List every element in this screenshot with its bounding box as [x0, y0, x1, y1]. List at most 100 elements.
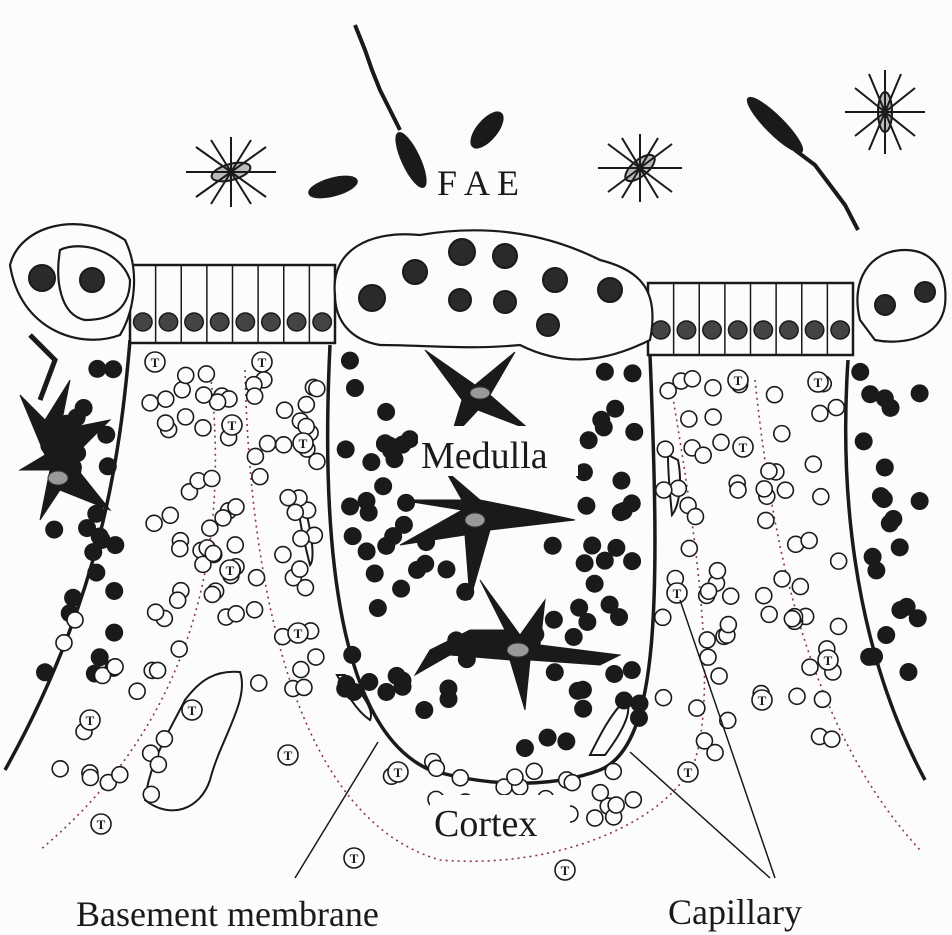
nucleus-icon [537, 314, 559, 336]
lymphocyte-icon [416, 555, 434, 573]
lymphocyte-icon [625, 792, 641, 808]
lymphocyte-icon [899, 663, 917, 681]
lymphocyte-icon [624, 364, 642, 382]
lymphocyte-icon [615, 691, 633, 709]
lymphocyte-icon [872, 487, 890, 505]
lymphocyte-icon [557, 732, 575, 750]
t-cell-marker: T [188, 703, 197, 718]
lymphocyte-icon [774, 426, 790, 442]
t-cell-marker: T [758, 693, 767, 708]
lymphocyte-icon [172, 541, 188, 557]
microbe-rod-icon [742, 92, 808, 158]
lymphocyte-icon [580, 431, 598, 449]
lymphocyte-icon [178, 367, 194, 383]
lymphocyte-icon [881, 514, 899, 532]
lymphocyte-icon [670, 480, 686, 496]
lymphocyte-icon [297, 580, 313, 596]
nucleus-icon [134, 313, 152, 331]
medulla-label: Medulla [421, 435, 548, 477]
lymphocyte-icon [681, 540, 697, 556]
lymphocyte-icon [52, 761, 68, 777]
lymphocyte-icon [158, 391, 174, 407]
lymphocyte-icon [105, 582, 123, 600]
lymphocyte-icon [309, 381, 325, 397]
lymphocyte-icon [574, 681, 592, 699]
nucleus-icon [29, 265, 55, 291]
lymphocyte-icon [143, 786, 159, 802]
lymphocyte-icon [88, 360, 106, 378]
lymphocyte-icon [56, 635, 72, 651]
lymphocyte-icon [280, 490, 296, 506]
lymphocyte-icon [507, 769, 523, 785]
lymphocyte-icon [526, 763, 542, 779]
lymphocyte-icon [700, 649, 716, 665]
t-cell-marker: T [739, 440, 748, 455]
nucleus-icon [262, 313, 280, 331]
lymphocyte-icon [215, 510, 231, 526]
lymphocyte-icon [574, 700, 592, 718]
lymphocyte-icon [341, 352, 359, 370]
lymphocyte-icon [607, 539, 625, 557]
lymphocyte-icon [377, 403, 395, 421]
t-cell-marker: T [673, 586, 682, 601]
nucleus-icon [210, 313, 228, 331]
lymphocyte-icon [865, 647, 883, 665]
lymphocyte-icon [789, 688, 805, 704]
lymphocyte-icon [437, 560, 455, 578]
lymphocyte-icon [891, 538, 909, 556]
lymphocyte-icon [695, 447, 711, 463]
lymphocyte-icon [308, 649, 324, 665]
lymphocyte-icon [705, 409, 721, 425]
lymphocyte-icon [227, 537, 243, 553]
lymphocyte-icon [911, 492, 929, 510]
lymphocyte-icon [605, 763, 621, 779]
lymphocyte-icon [814, 691, 830, 707]
lymphocyte-icon [777, 482, 793, 498]
lymphocyte-icon [655, 609, 671, 625]
lymphocyte-icon [761, 463, 777, 479]
lymphocyte-icon [204, 586, 220, 602]
basement-membrane-label: Basement membrane [76, 894, 379, 934]
nucleus-icon [677, 321, 695, 339]
lymphocyte-icon [129, 683, 145, 699]
t-cell-marker: T [258, 355, 267, 370]
t-cell-marker: T [228, 418, 237, 433]
lymphocyte-icon [801, 532, 817, 548]
lymphocyte-icon [195, 420, 211, 436]
t-cell-marker: T [734, 373, 743, 388]
lymphocyte-icon [587, 810, 603, 826]
lymphocyte-icon [87, 564, 105, 582]
lymphocyte-icon [766, 387, 782, 403]
lymphocyte-icon [196, 387, 212, 403]
lymphocyte-icon [439, 679, 457, 697]
lymphocyte-icon [362, 453, 380, 471]
lymphocyte-icon [82, 769, 98, 785]
lymphocyte-icon [546, 663, 564, 681]
lymphocyte-icon [105, 624, 123, 642]
lymphocyte-icon [539, 729, 557, 747]
lymphocyte-icon [415, 701, 433, 719]
lymphocyte-icon [78, 519, 96, 537]
lymphocyte-icon [577, 497, 595, 515]
lymphocyte-icon [178, 409, 194, 425]
lymphocyte-icon [228, 606, 244, 622]
nucleus-icon [754, 321, 772, 339]
lymphocyte-icon [174, 382, 190, 398]
lymphocyte-icon [366, 564, 384, 582]
nucleus-icon [159, 313, 177, 331]
lymphocyte-icon [828, 400, 844, 416]
lymphocyte-icon [293, 662, 309, 678]
nucleus-icon [915, 282, 935, 302]
lymphocyte-icon [99, 457, 117, 475]
t-cell-marker: T [151, 355, 160, 370]
lymphocyte-icon [343, 646, 361, 664]
nucleus-icon [875, 295, 895, 315]
nucleus-icon [185, 313, 203, 331]
lymphocyte-icon [394, 678, 412, 696]
lymphocyte-icon [298, 418, 314, 434]
microbe-rod-icon [795, 150, 858, 230]
lymphocyte-icon [867, 561, 885, 579]
lymphocyte-icon [596, 363, 614, 381]
lymphocyte-icon [855, 432, 873, 450]
lymphocyte-icon [877, 626, 895, 644]
